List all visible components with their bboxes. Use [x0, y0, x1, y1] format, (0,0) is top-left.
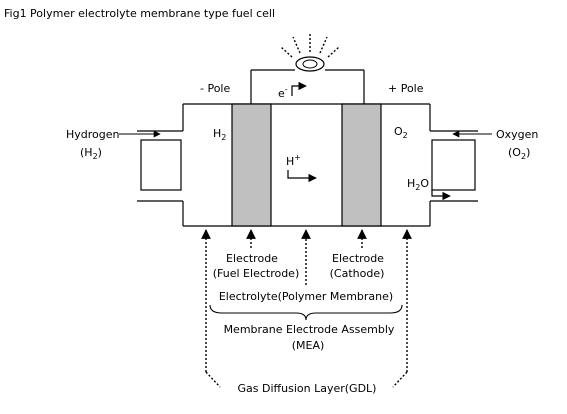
external-circuit [250, 69, 365, 104]
oxygen-reservoir [431, 139, 476, 191]
cathode-sublabel: (Cathode) [330, 267, 385, 280]
hydrogen-label: Hydrogen [66, 128, 120, 141]
proton-label: H+ [286, 153, 301, 168]
oxygen-formula: (O2) [508, 146, 530, 161]
cathode-gas-label: O2 [394, 125, 408, 140]
proton-flow-arrow [287, 170, 317, 183]
mea-label: Membrane Electrode Assembly [224, 323, 395, 336]
fuel-electrode-sublabel: (Fuel Electrode) [213, 267, 300, 280]
mea-sublabel: (MEA) [292, 339, 325, 352]
cathode-label: Electrode [332, 252, 384, 265]
hydrogen-formula: (H2) [80, 146, 102, 161]
cell-body [137, 103, 478, 227]
electron-label: e- [278, 85, 288, 100]
figure-title: Fig1 Polymer electrolyte membrane type f… [4, 7, 275, 20]
gdl-label: Gas Diffusion Layer(GDL) [238, 382, 377, 395]
fuel-electrode-label: Electrode [226, 252, 278, 265]
minus-pole-label: - Pole [200, 82, 230, 95]
cathode-electrode [341, 103, 382, 227]
light-bulb-icon [280, 33, 340, 72]
pointer-lines [201, 229, 412, 388]
water-flow-arrow [431, 189, 451, 201]
oxygen-label: Oxygen [496, 128, 538, 141]
hydrogen-reservoir [140, 139, 182, 191]
fuel-electrode [231, 103, 272, 227]
electron-flow-arrow [291, 81, 307, 96]
electrolyte-label: Electrolyte(Polymer Membrane) [219, 290, 393, 303]
plus-pole-label: + Pole [388, 82, 424, 95]
anode-gas-label: H2 [213, 127, 226, 142]
water-label: H2O [407, 177, 429, 192]
mea-brace [209, 304, 403, 321]
